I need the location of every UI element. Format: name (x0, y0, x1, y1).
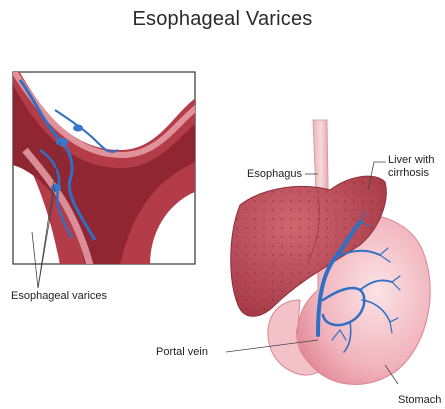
label-portal-vein: Portal vein (156, 346, 208, 358)
varix-bulge-2 (73, 125, 83, 132)
varix-bulge-1 (56, 138, 68, 146)
label-esophageal-varices: Esophageal varices (11, 290, 107, 302)
label-stomach: Stomach (398, 394, 441, 406)
label-liver-line2: cirrhosis (388, 167, 434, 180)
label-liver-line1: Liver with (388, 154, 434, 167)
label-esophagus: Esophagus (247, 168, 302, 180)
label-liver-with-cirrhosis: Liver with cirrhosis (388, 154, 434, 180)
inset-closeup (13, 60, 200, 288)
